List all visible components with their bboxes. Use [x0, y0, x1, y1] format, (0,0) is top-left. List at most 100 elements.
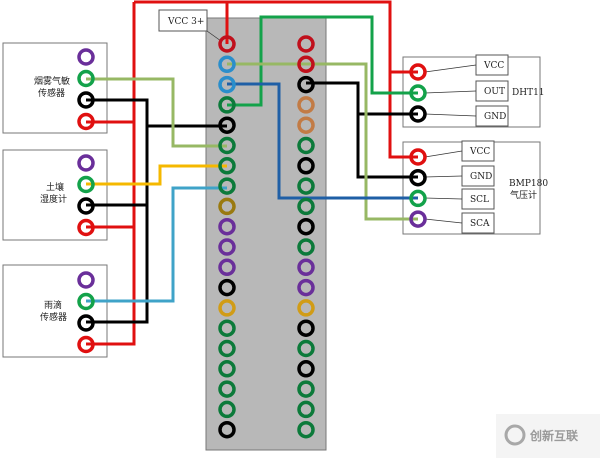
board-right-pin — [297, 420, 315, 439]
smoke-sensor-pin — [77, 112, 95, 131]
board-right-pin — [297, 278, 315, 297]
board-left-pin — [218, 278, 236, 297]
board-left-pin — [218, 177, 236, 195]
dht11-name: DHT11 — [512, 88, 545, 98]
wire-red-left-vertical — [86, 2, 136, 346]
soil-sensor-pin — [77, 218, 95, 237]
smoke-sensor-pin — [77, 48, 95, 66]
smoke-sensor-box — [2, 42, 108, 134]
board-left-pin — [218, 217, 236, 236]
vcc-callout: VCC 3+ — [158, 9, 222, 42]
board-left-pin — [218, 420, 236, 439]
dht11-out-label: OUT — [475, 80, 509, 102]
board-left-pin — [218, 136, 236, 155]
board-left-pin — [218, 75, 236, 94]
board-right-pin — [297, 55, 315, 74]
bmp180-sca-label: SCA — [461, 212, 495, 234]
svg-text:GND: GND — [484, 112, 506, 122]
rain-sensor-pin — [77, 292, 95, 311]
board-left-pin — [218, 400, 236, 419]
svg-text:VCC 3+: VCC 3+ — [167, 17, 204, 27]
board-right-pin — [297, 136, 315, 155]
board-left-pin — [218, 197, 236, 216]
smoke-sensor-name-2: 传感器 — [38, 87, 65, 99]
rain-sensor-pin — [77, 314, 95, 332]
svg-text:GND: GND — [470, 172, 492, 182]
soil-sensor-pin — [77, 175, 95, 194]
dht11-vcc-label: VCC — [475, 54, 509, 76]
wire-blue-scl — [227, 82, 418, 200]
soil-sensor-name-2: 湿度计 — [40, 193, 67, 205]
bmp180-vcc-label: VCC — [461, 140, 495, 162]
board-left-pin — [218, 157, 236, 175]
dht11-pin — [409, 63, 427, 81]
rain-sensor-name-1: 雨滴 — [44, 299, 62, 311]
watermark: 创新互联 — [496, 414, 600, 458]
board-left-pin — [218, 319, 236, 337]
wire-black-right — [306, 81, 418, 179]
soil-sensor-pin — [77, 197, 95, 215]
bmp180-pin — [409, 168, 427, 187]
board-right-pin — [297, 116, 315, 134]
board-left-pin — [218, 55, 236, 74]
bmp180-name-1: BMP180 — [509, 179, 548, 189]
smoke-sensor-name-1: 烟雾气敏 — [34, 75, 70, 87]
soil-sensor-name-1: 土壤 — [46, 181, 64, 193]
wire-yellow-soil — [86, 164, 227, 186]
board-right-pin — [297, 157, 315, 175]
svg-text:创新互联: 创新互联 — [529, 428, 578, 443]
board-left-pin — [218, 380, 236, 398]
dht11-pin — [409, 84, 427, 102]
board-left-pin — [218, 35, 236, 53]
bmp180-name-2: 气压计 — [510, 189, 537, 201]
smoke-sensor-pin — [77, 91, 95, 109]
wire-green-dht-out — [227, 15, 418, 107]
board-left-pin — [218, 258, 236, 277]
board-left-pin — [218, 238, 236, 256]
svg-text:VCC: VCC — [469, 147, 490, 157]
board-right-pin — [297, 258, 315, 277]
board-left-pin — [218, 360, 236, 378]
wire-lightblue-rain — [86, 186, 227, 303]
dht11-gnd-label: GND — [475, 105, 509, 127]
board-right-pin — [297, 400, 315, 419]
wire-olive-smoke — [86, 77, 227, 148]
bmp180-pin — [409, 210, 427, 228]
soil-sensor-pin — [77, 154, 95, 172]
rain-sensor-box — [2, 264, 108, 358]
board-left-pin — [218, 116, 236, 134]
board-right-pin — [297, 217, 315, 236]
board-right-pin — [297, 339, 315, 358]
bmp180-scl-label: SCL — [461, 188, 495, 210]
board-right-pin — [297, 299, 315, 317]
wire-black-left — [86, 98, 149, 324]
board-right-pin — [297, 380, 315, 398]
board-left-pin — [218, 299, 236, 317]
rain-sensor-pin — [77, 335, 95, 354]
svg-text:SCA: SCA — [470, 219, 490, 229]
bmp180-gnd-label: GND — [461, 165, 495, 187]
board-right-pin — [297, 319, 315, 337]
svg-text:OUT: OUT — [484, 87, 505, 97]
board-right-pin — [297, 238, 315, 256]
svg-text:VCC: VCC — [483, 61, 504, 71]
board-right-pin — [297, 35, 315, 53]
rain-sensor-name-2: 传感器 — [40, 311, 67, 323]
dht11-pin — [409, 105, 427, 123]
bmp180-pin — [409, 148, 427, 166]
board-right-pin — [297, 360, 315, 378]
board-left-pin — [218, 96, 236, 114]
soil-sensor-box — [2, 149, 108, 241]
rain-sensor-pin — [77, 271, 95, 289]
wires — [86, 0, 418, 346]
board-right-pin — [297, 75, 315, 94]
board-right-pin — [297, 197, 315, 216]
board-right-pin — [297, 96, 315, 114]
smoke-sensor-pin — [77, 69, 95, 88]
wire-olive-sca — [227, 62, 418, 221]
board-right-pin — [297, 177, 315, 195]
svg-text:SCL: SCL — [470, 195, 489, 205]
board-left-pin — [218, 339, 236, 358]
bmp180-pin — [409, 189, 427, 208]
